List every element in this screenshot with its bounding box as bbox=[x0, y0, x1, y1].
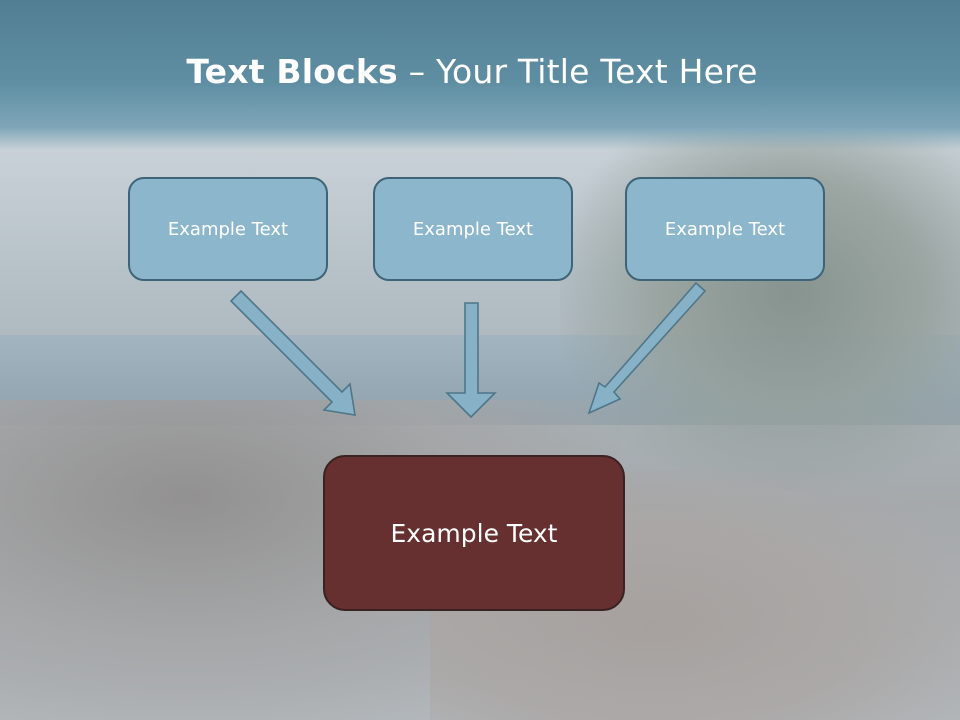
arrow-center[interactable] bbox=[445, 302, 497, 419]
text-block-top-left-label: Example Text bbox=[167, 218, 289, 240]
title-bold-part: Text Blocks bbox=[186, 52, 398, 91]
title-band bbox=[0, 0, 960, 150]
text-block-top-center-label: Example Text bbox=[412, 218, 534, 240]
text-block-top-center[interactable]: Example Text bbox=[373, 177, 573, 281]
slide-title[interactable]: Text Blocks – Your Title Text Here bbox=[0, 52, 944, 91]
text-block-bottom[interactable]: Example Text bbox=[323, 455, 625, 611]
text-block-top-right-label: Example Text bbox=[664, 218, 786, 240]
arrow-right[interactable] bbox=[587, 281, 707, 415]
title-rest-part: – Your Title Text Here bbox=[397, 52, 758, 91]
arrow-left[interactable] bbox=[229, 289, 356, 416]
text-block-bottom-label: Example Text bbox=[390, 518, 558, 548]
text-block-top-right[interactable]: Example Text bbox=[625, 177, 825, 281]
text-block-top-left[interactable]: Example Text bbox=[128, 177, 328, 281]
